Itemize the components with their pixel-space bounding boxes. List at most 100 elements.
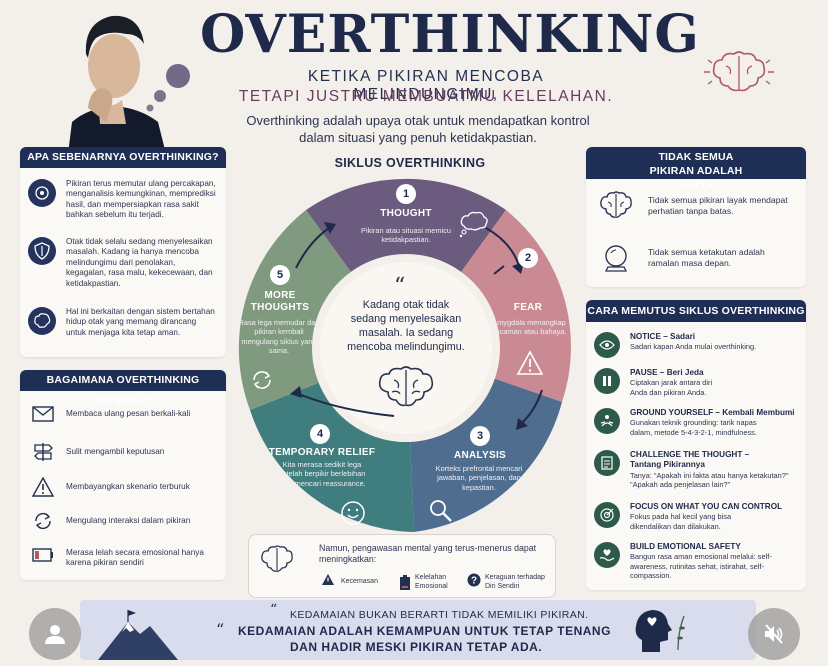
list-item: Tidak semua pikiran layak mendapat perha…: [598, 191, 794, 221]
warning-icon: [32, 477, 54, 497]
step-text: Bangun rasa aman emosional melalui: self…: [630, 552, 772, 581]
thinking-man-illustration: [28, 4, 198, 154]
note-item-self-doubt: Keraguan terhadap Diri Sendiri: [485, 574, 545, 590]
what-is-title: APA SEBENARNYA OVERTHINKING?: [20, 147, 226, 168]
user-icon: [45, 625, 65, 644]
list-item: Tidak semua ketakutan adalah ramalan mas…: [598, 243, 788, 273]
intro-text: Overthinking adalah upaya otak untuk men…: [246, 113, 590, 145]
step-title-fear: FEAR: [513, 302, 543, 313]
step-heading: CHALLENGE THE THOUGHT – Tantang Pikirann…: [630, 450, 750, 470]
step-title-thought: THOUGHT: [380, 208, 432, 219]
quote-mark: “: [270, 602, 278, 618]
footer-quote-2b: DAN HADIR MESKI PIKIRAN TETAP ADA.: [290, 640, 543, 654]
what-is-panel: APA SEBENARNYA OVERTHINKING? Pikiran ter…: [20, 147, 226, 357]
meditation-icon: [594, 408, 620, 434]
brain-gears-icon: [28, 179, 56, 207]
how-appears-panel: BAGAIMANA OVERTHINKING MUNCUL? Membaca u…: [20, 370, 226, 580]
mountain-flag-illustration: [98, 608, 178, 665]
subtitle-line-1: KETIKA PIKIRAN MENCOBA MELINDUNGIMU,: [307, 68, 545, 103]
step-text: Gunakan teknik grounding: tarik napas da…: [630, 418, 757, 437]
smile-icon: [340, 500, 366, 531]
list-item: Membayangkan skenario terburuk: [32, 477, 190, 497]
mail-icon: [32, 406, 54, 422]
step-number-5: 5: [270, 265, 290, 285]
footer-banner: “ KEDAMAIAN BUKAN BERARTI TIDAK MEMILIKI…: [80, 600, 756, 660]
step-text: Ciptakan jarak antara diri Anda dan piki…: [630, 378, 713, 397]
not-all-thoughts-panel: TIDAK SEMUA PIKIRAN ADALAH FAKTA Tidak s…: [586, 147, 806, 287]
list-item: Merasa lelah secara emosional hanya kare…: [32, 548, 206, 569]
question-icon: ?: [467, 573, 481, 592]
how-appears-title: BAGAIMANA OVERTHINKING MUNCUL?: [20, 370, 226, 407]
list-item: Otak tidak selalu sedang menyelesaikan m…: [28, 237, 222, 289]
battery-low-icon: [399, 575, 411, 596]
step-text-temporary-relief: Kita merasa sedikit lega setelah berpiki…: [278, 460, 366, 488]
head-heart-icon: [632, 606, 692, 659]
refresh-icon: [250, 368, 274, 397]
list-item-text: Merasa lelah secara emosional hanya kare…: [66, 548, 204, 568]
step-text: Sadari kapan Anda mulai overthinking.: [630, 342, 757, 352]
list-item-text: Mengulang interaksi dalam pikiran: [66, 516, 191, 525]
mute-button[interactable]: [748, 608, 800, 660]
step-text-fear: Amygdala menangkap ancaman atau bahaya.: [491, 318, 567, 337]
signpost-icon: [34, 443, 53, 461]
step-number-2: 2: [518, 248, 538, 268]
page-title: OVERTHINKING: [200, 4, 700, 65]
note-item-anxiety: Kecemasan: [341, 578, 378, 585]
cycle-center-text: Kadang otak tidak sedang menyelesaikan m…: [347, 299, 465, 353]
brain-icon: [374, 366, 438, 415]
brain-outline-icon: [600, 191, 632, 218]
heart-hand-icon: [594, 542, 620, 568]
note-item-exhaustion: Kelelahan Emosional: [415, 574, 448, 590]
list-item: PAUSE – Beri Jeda Ciptakan jarak antara …: [594, 368, 800, 397]
quote-mark: “: [394, 274, 406, 299]
not-all-title: TIDAK SEMUA PIKIRAN ADALAH FAKTA: [586, 147, 806, 191]
brain-icon: [28, 307, 56, 335]
list-item-text: Membaca ulang pesan berkali-kali: [66, 409, 191, 418]
eye-icon: [594, 332, 620, 358]
step-number-4: 4: [310, 424, 330, 444]
cycle-title: SIKLUS OVERTHINKING: [334, 156, 486, 170]
list-item: Pikiran terus memutar ulang percakapan, …: [28, 179, 222, 221]
warning-icon: [321, 573, 335, 591]
list-item: Membaca ulang pesan berkali-kali: [32, 406, 190, 422]
list-item: NOTICE – Sadari Sadari kapan Anda mulai …: [594, 332, 800, 358]
list-item: FOCUS ON WHAT YOU CAN CONTROL Fokus pada…: [594, 502, 806, 531]
shield-icon: [28, 237, 56, 265]
brain-icon: [259, 545, 295, 580]
profile-button[interactable]: [29, 608, 81, 660]
list-item-text: Pikiran terus memutar ulang percakapan, …: [66, 179, 216, 220]
checklist-icon: [594, 450, 620, 476]
step-title-analysis: ANALYSIS: [453, 450, 507, 461]
arrow-analysis-relief: [293, 391, 395, 417]
battery-low-icon: [32, 548, 53, 562]
step-title-more-thoughts: MORE THOUGHTS: [250, 290, 310, 313]
step-heading: BUILD EMOTIONAL SAFETY: [630, 542, 741, 551]
list-item-text: Tidak semua ketakutan adalah ramalan mas…: [648, 247, 765, 268]
refresh-icon: [35, 512, 51, 530]
list-item: BUILD EMOTIONAL SAFETY Bangun rasa aman …: [594, 542, 806, 581]
crystal-ball-icon: [604, 245, 628, 272]
step-text: Tanya: "Apakah ini fakta atau hanya keta…: [630, 470, 789, 490]
list-item-text: Membayangkan skenario terburuk: [66, 482, 190, 491]
svg-text:?: ?: [471, 576, 477, 587]
note-text: Namun, pengawasan mental yang terus-mene…: [319, 543, 537, 564]
quote-mark: “: [216, 620, 225, 639]
list-item: CHALLENGE THE THOUGHT – Tantang Pikirann…: [594, 450, 806, 490]
warning-note-panel: Namun, pengawasan mental yang terus-mene…: [248, 534, 556, 598]
step-number-1: 1: [396, 184, 416, 204]
list-item: Sulit mengambil keputusan: [32, 442, 164, 462]
step-text-analysis: Korteks prefrontal mencari jawaban, penj…: [435, 464, 523, 492]
step-text-more-thoughts: Rasa lega memudar dan pikiran kembali me…: [238, 318, 320, 356]
thought-bubble-icon: [458, 210, 490, 243]
list-item: GROUND YOURSELF – Kembali Membumi Gunaka…: [594, 408, 806, 437]
brain-icon: [700, 48, 778, 102]
footer-quote-1: KEDAMAIAN BUKAN BERARTI TIDAK MEMILIKI P…: [290, 609, 589, 621]
list-item-text: Sulit mengambil keputusan: [66, 447, 165, 456]
break-cycle-title: CARA MEMUTUS SIKLUS OVERTHINKING: [586, 300, 806, 322]
step-heading: NOTICE – Sadari: [630, 332, 696, 341]
footer-quote-2a: KEDAMAIAN ADALAH KEMAMPUAN UNTUK TETAP T…: [238, 624, 611, 638]
step-number-3: 3: [470, 426, 490, 446]
step-heading: FOCUS ON WHAT YOU CAN CONTROL: [630, 502, 783, 511]
list-item-text: Tidak semua pikiran layak mendapat perha…: [648, 195, 788, 216]
step-heading: GROUND YOURSELF – Kembali Membumi: [630, 408, 795, 417]
